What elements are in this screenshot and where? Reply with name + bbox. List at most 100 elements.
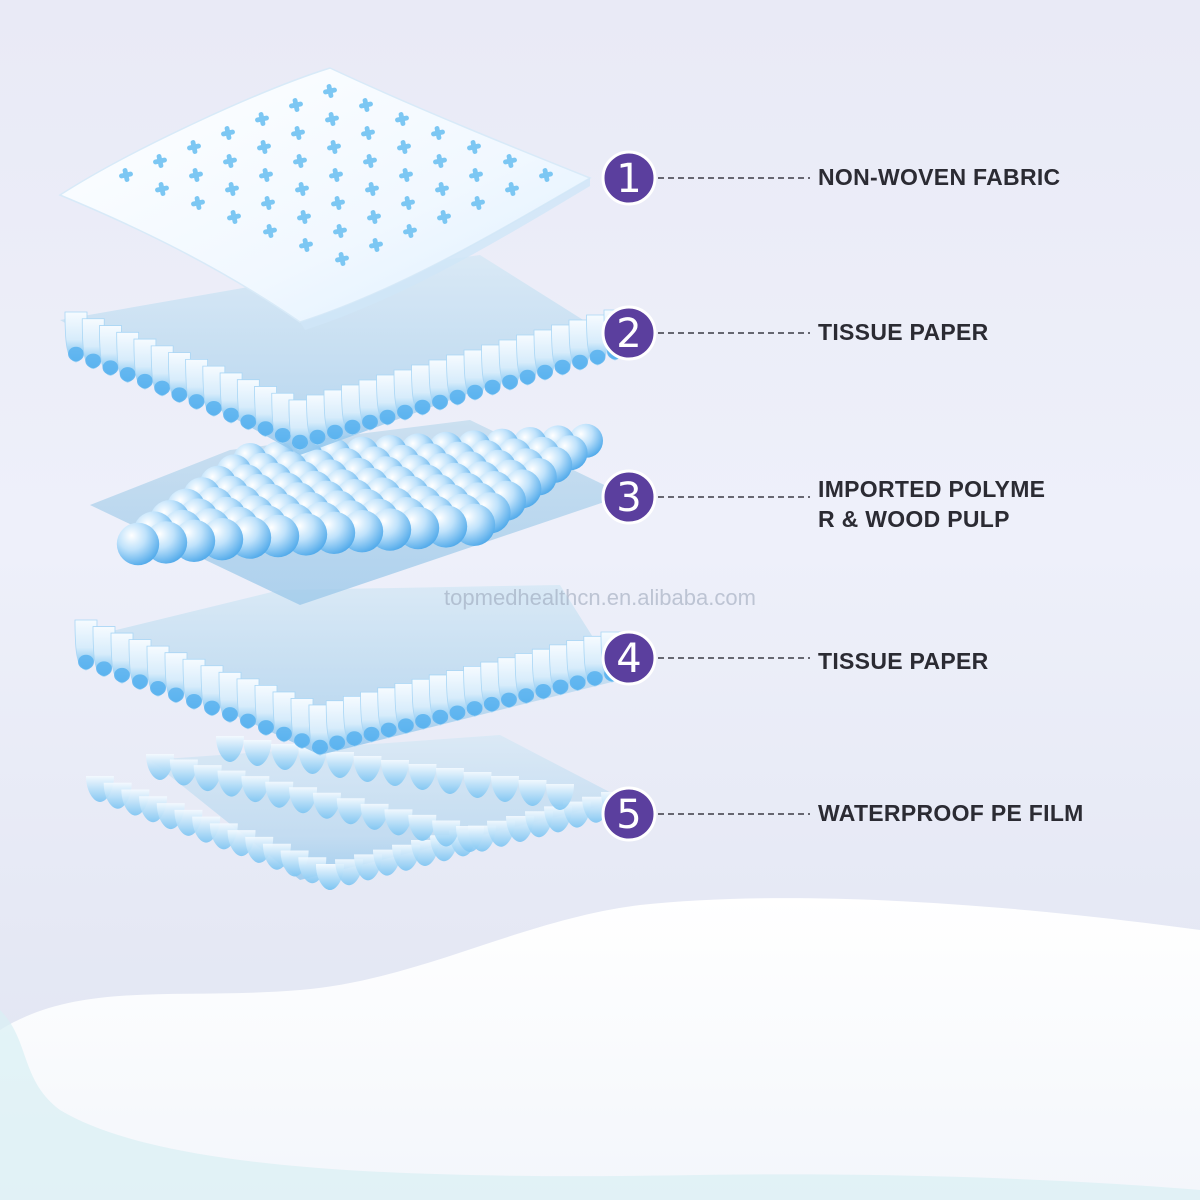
wave-fiber	[308, 704, 332, 756]
wave-fiber	[254, 386, 277, 437]
wave-fiber	[200, 665, 224, 717]
perforation-cross	[299, 238, 313, 252]
perforation-cross	[297, 210, 311, 224]
perforation-cross	[331, 196, 345, 210]
perforation-cross	[367, 210, 381, 224]
wave-fiber	[185, 358, 209, 410]
layer-2-label: TISSUE PAPER	[818, 317, 989, 347]
perforation-cross	[187, 140, 201, 154]
wave-fiber	[497, 657, 521, 709]
perforation-cross	[401, 196, 415, 210]
film-rib	[518, 780, 547, 806]
layer-tissue-paper-upper	[60, 255, 627, 455]
wave-fiber	[514, 653, 538, 704]
wave-fiber	[323, 389, 347, 441]
wave-fiber	[325, 700, 349, 752]
perforation-cross	[289, 98, 303, 112]
wave-fiber	[411, 364, 434, 416]
wave-fiber	[533, 329, 557, 381]
wave-fiber	[306, 394, 329, 446]
wave-fiber	[446, 670, 469, 722]
perforation-cross	[505, 182, 519, 196]
wave-fiber	[411, 678, 435, 730]
perforation-cross	[503, 154, 517, 168]
perforation-cross	[363, 154, 377, 168]
perforation-cross	[259, 168, 273, 182]
layer-5-number: 5	[616, 792, 641, 838]
perforation-cross	[293, 154, 307, 168]
wave-fiber	[219, 372, 243, 424]
wave-fiber	[81, 318, 105, 370]
wave-fiber	[566, 640, 590, 691]
perforation-cross	[365, 182, 379, 196]
layer-2-badge: 2	[601, 305, 657, 361]
layer-5-badge: 5	[601, 786, 657, 842]
layer-4-label: TISSUE PAPER	[818, 646, 989, 676]
film-rib	[241, 776, 270, 803]
film-rib	[463, 772, 492, 798]
film-rib	[312, 792, 341, 819]
wave-fiber	[481, 344, 504, 396]
perforation-cross	[327, 140, 341, 154]
perforation-cross	[325, 112, 339, 126]
wave-fiber	[128, 639, 152, 691]
wave-fiber	[182, 658, 206, 710]
perforation-cross	[153, 154, 167, 168]
perforation-cross	[335, 252, 349, 266]
film-rib	[456, 826, 484, 852]
wave-fiber	[133, 338, 157, 390]
perforation-cross	[255, 112, 269, 126]
perforation-cross	[323, 84, 337, 98]
polymer-bead	[116, 522, 160, 566]
film-rib	[193, 765, 222, 792]
perforation-cross	[257, 140, 271, 154]
bottom-sheet-edge	[0, 1010, 1200, 1200]
perforation-cross	[399, 168, 413, 182]
film-rib	[408, 814, 437, 841]
wave-fiber	[531, 648, 555, 700]
layer-4-number: 4	[616, 636, 641, 682]
perforation-cross	[295, 182, 309, 196]
perforation-cross	[155, 182, 169, 196]
film-rib	[336, 798, 365, 825]
perforation-cross	[225, 182, 239, 196]
perforation-cross	[291, 126, 305, 140]
layer-non-woven-fabric	[58, 67, 592, 330]
wave-fiber	[393, 369, 417, 421]
wave-fiber	[428, 674, 452, 726]
layer-1-label-line-1: NON-WOVEN FABRIC	[818, 164, 1061, 190]
film-rib	[546, 784, 574, 810]
perforation-cross	[467, 140, 481, 154]
film-rib	[432, 820, 461, 847]
perforation-cross	[261, 196, 275, 210]
perforation-cross	[189, 168, 203, 182]
film-rib	[384, 809, 413, 836]
wave-fiber	[583, 635, 607, 687]
layer-3-number: 3	[616, 475, 641, 521]
perforation-cross	[361, 126, 375, 140]
layer-waterproof-film	[86, 735, 629, 890]
wave-fiber	[480, 661, 504, 713]
wave-fiber	[218, 671, 242, 723]
perforation-cross	[369, 238, 383, 252]
bottom-sheet	[0, 898, 1200, 1200]
film-rib	[353, 756, 382, 782]
perforation-cross	[469, 168, 483, 182]
layer-2-label-line-1: TISSUE PAPER	[818, 319, 989, 345]
film-rib	[271, 744, 299, 770]
wave-fiber	[342, 696, 366, 747]
perforation-cross	[119, 168, 133, 182]
film-rib	[360, 803, 389, 830]
layer-3-badge: 3	[601, 469, 657, 525]
perforation-cross	[471, 196, 485, 210]
layer-1-badge: 1	[601, 150, 657, 206]
film-rib	[326, 752, 354, 778]
wave-fiber	[99, 325, 122, 376]
perforation-cross	[539, 168, 553, 182]
layer-3-label: IMPORTED POLYME R & WOOD PULP	[818, 474, 1045, 534]
layer-3-label-line-1: IMPORTED POLYME	[818, 476, 1046, 502]
perforation-cross	[227, 210, 241, 224]
wave-fiber	[74, 619, 98, 671]
perforation-cross	[435, 182, 449, 196]
